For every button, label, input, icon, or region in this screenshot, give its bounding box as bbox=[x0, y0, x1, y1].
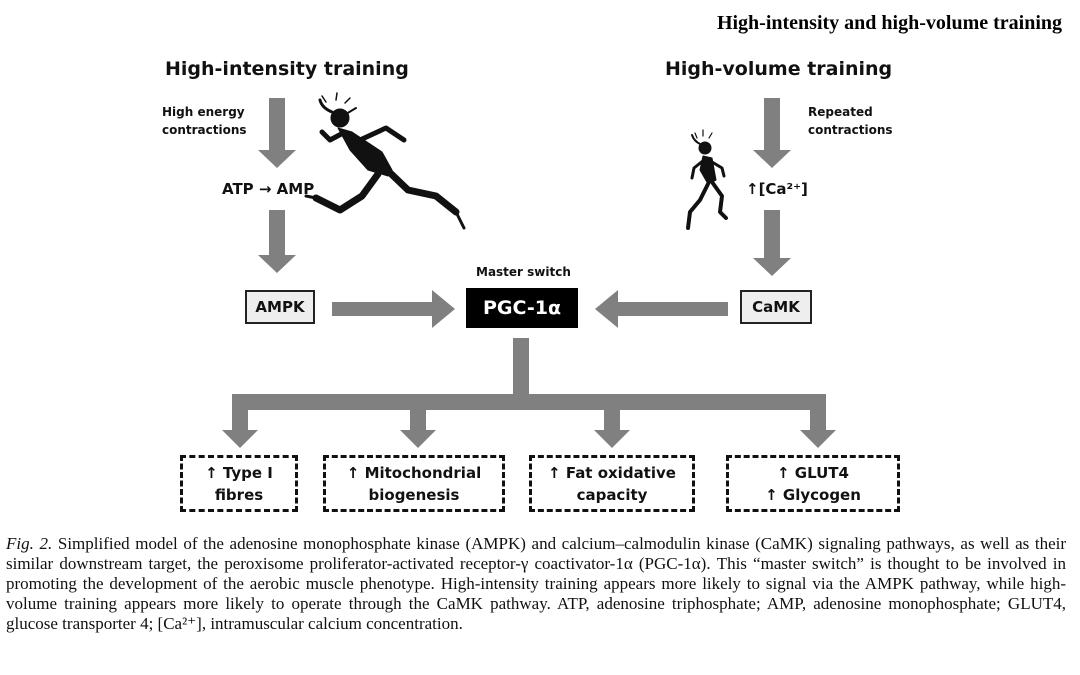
outcome-4-line-1: ↑ GLUT4 bbox=[777, 463, 849, 482]
trunk-horizontal bbox=[232, 394, 826, 410]
arrow-drop-3 bbox=[594, 410, 630, 448]
left-stimulus-line-2: contractions bbox=[162, 123, 247, 137]
sprinter-icon bbox=[304, 92, 466, 230]
arrow-drop-2 bbox=[400, 410, 436, 448]
figure-caption-text: Simplified model of the adenosine monoph… bbox=[6, 534, 1066, 633]
figure-caption: Fig. 2. Simplified model of the adenosin… bbox=[6, 534, 1066, 634]
right-stimulus: Repeated contractions bbox=[808, 103, 893, 139]
jogger-icon bbox=[686, 129, 728, 230]
left-stimulus-line-1: High energy bbox=[162, 105, 245, 119]
page-header: High-intensity and high-volume training bbox=[716, 12, 1062, 34]
arrow-left-top bbox=[258, 98, 296, 168]
arrow-ampk-to-pgc bbox=[332, 290, 455, 328]
arrow-right-bottom bbox=[753, 210, 791, 276]
outcome-3-line-2: capacity bbox=[576, 485, 648, 504]
arrow-drop-1 bbox=[222, 410, 258, 448]
diagram-arrows bbox=[222, 92, 836, 448]
arrow-drop-4 bbox=[800, 410, 836, 448]
left-title: High-intensity training bbox=[165, 58, 409, 80]
outcome-2-line-1: ↑ Mitochondrial bbox=[346, 463, 482, 482]
right-stimulus-line-1: Repeated bbox=[808, 105, 873, 119]
left-stimulus: High energy contractions bbox=[162, 103, 247, 139]
trunk-vertical bbox=[513, 338, 529, 398]
pgc-1a-node: PGC-1α bbox=[466, 288, 578, 328]
right-metabolite: ↑[Ca²⁺] bbox=[746, 180, 808, 198]
outcome-3-line-1: ↑ Fat oxidative bbox=[548, 463, 676, 482]
outcome-1-line-1: ↑ Type I bbox=[205, 463, 273, 482]
ampk-box: AMPK bbox=[245, 290, 315, 324]
arrow-left-bottom bbox=[258, 210, 296, 273]
outcome-2-line-2: biogenesis bbox=[368, 485, 460, 504]
right-stimulus-line-2: contractions bbox=[808, 123, 893, 137]
outcome-box-glut4-glycogen: ↑ GLUT4 ↑ Glycogen bbox=[726, 455, 900, 512]
outcome-box-type-1-fibres: ↑ Type I fibres bbox=[180, 455, 298, 512]
figure-label: Fig. 2. bbox=[6, 534, 53, 553]
outcome-box-mitochondrial-biogenesis: ↑ Mitochondrial biogenesis bbox=[323, 455, 505, 512]
arrow-right-top bbox=[753, 98, 791, 168]
outcome-4-line-2: ↑ Glycogen bbox=[765, 485, 861, 504]
outcome-box-fat-oxidative-capacity: ↑ Fat oxidative capacity bbox=[529, 455, 695, 512]
left-metabolite: ATP → AMP bbox=[222, 180, 315, 198]
arrow-camk-to-pgc bbox=[595, 290, 728, 328]
camk-box: CaMK bbox=[740, 290, 812, 324]
master-switch-label: Master switch bbox=[476, 265, 571, 279]
outcome-1-line-2: fibres bbox=[214, 485, 264, 504]
right-title: High-volume training bbox=[665, 58, 893, 80]
